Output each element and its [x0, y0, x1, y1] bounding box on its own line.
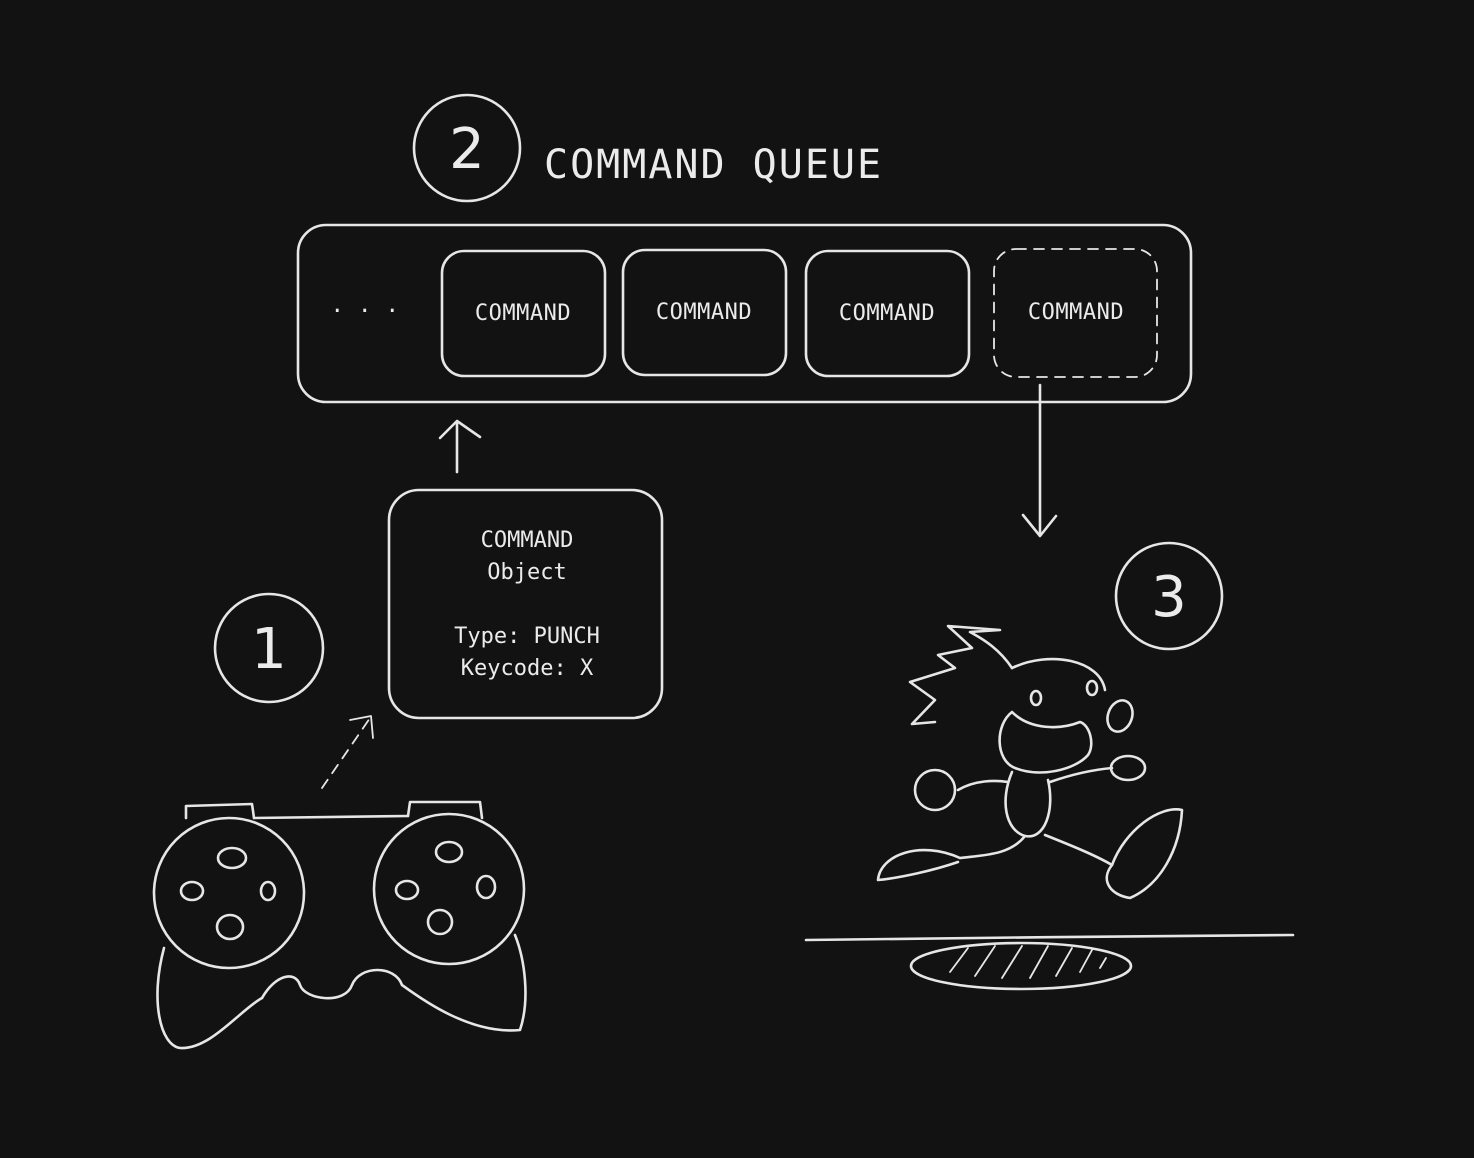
step-3-number: 3 — [1151, 565, 1187, 630]
step-2-badge: 2 — [412, 93, 522, 203]
ground — [804, 933, 1295, 991]
queue-item: COMMAND — [804, 249, 971, 378]
running-character-icon — [876, 624, 1184, 900]
queue-ellipsis: · · · — [331, 299, 400, 324]
command-object-title: COMMAND — [481, 528, 574, 553]
queue-item-pending: COMMAND — [993, 248, 1158, 378]
dispatch-arrow — [1021, 383, 1058, 538]
queue-item-label: COMMAND — [475, 301, 571, 326]
queue-item: COMMAND — [440, 249, 607, 378]
step-2-number: 2 — [449, 117, 485, 182]
command-keycode: Keycode: X — [461, 656, 594, 681]
command-object-subtitle: Object — [487, 560, 566, 585]
enqueue-arrow — [438, 419, 482, 474]
queue-item-label: COMMAND — [839, 301, 935, 326]
command-object-card: COMMAND Object Type: PUNCH Keycode: X — [387, 488, 664, 720]
input-arrow — [321, 715, 374, 789]
command-queue: · · · COMMAND COMMAND COMMAND COMMAND — [296, 223, 1193, 404]
step-3-badge: 3 — [1114, 541, 1224, 651]
queue-item-label: COMMAND — [1028, 300, 1124, 325]
step-1-number: 1 — [251, 617, 287, 682]
queue-item-label: COMMAND — [656, 300, 752, 325]
command-type: Type: PUNCH — [454, 624, 600, 649]
gamepad-icon — [152, 800, 527, 1050]
step-1-badge: 1 — [213, 592, 325, 704]
queue-item: COMMAND — [621, 248, 788, 377]
diagram-title: COMMAND QUEUE — [544, 142, 883, 188]
